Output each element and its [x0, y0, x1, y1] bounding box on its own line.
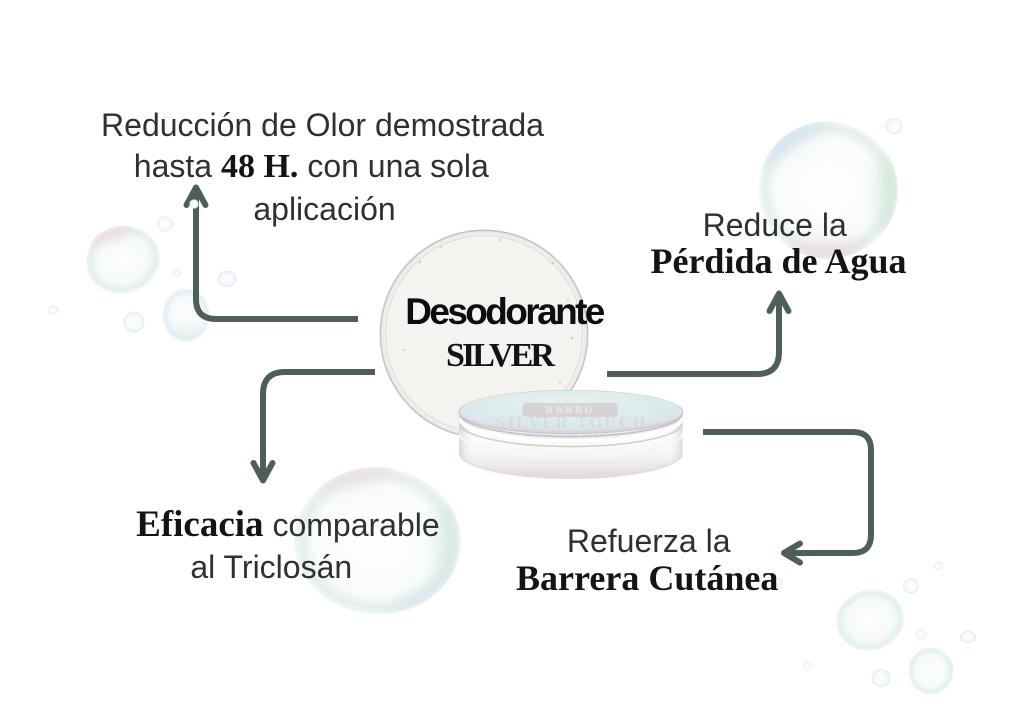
svg-text:DESODORANTE EN CREMA: DESODORANTE EN CREMA [524, 434, 620, 441]
svg-text:BANBU: BANBU [546, 406, 595, 417]
svg-text:SILVER TOUCH: SILVER TOUCH [496, 413, 648, 432]
